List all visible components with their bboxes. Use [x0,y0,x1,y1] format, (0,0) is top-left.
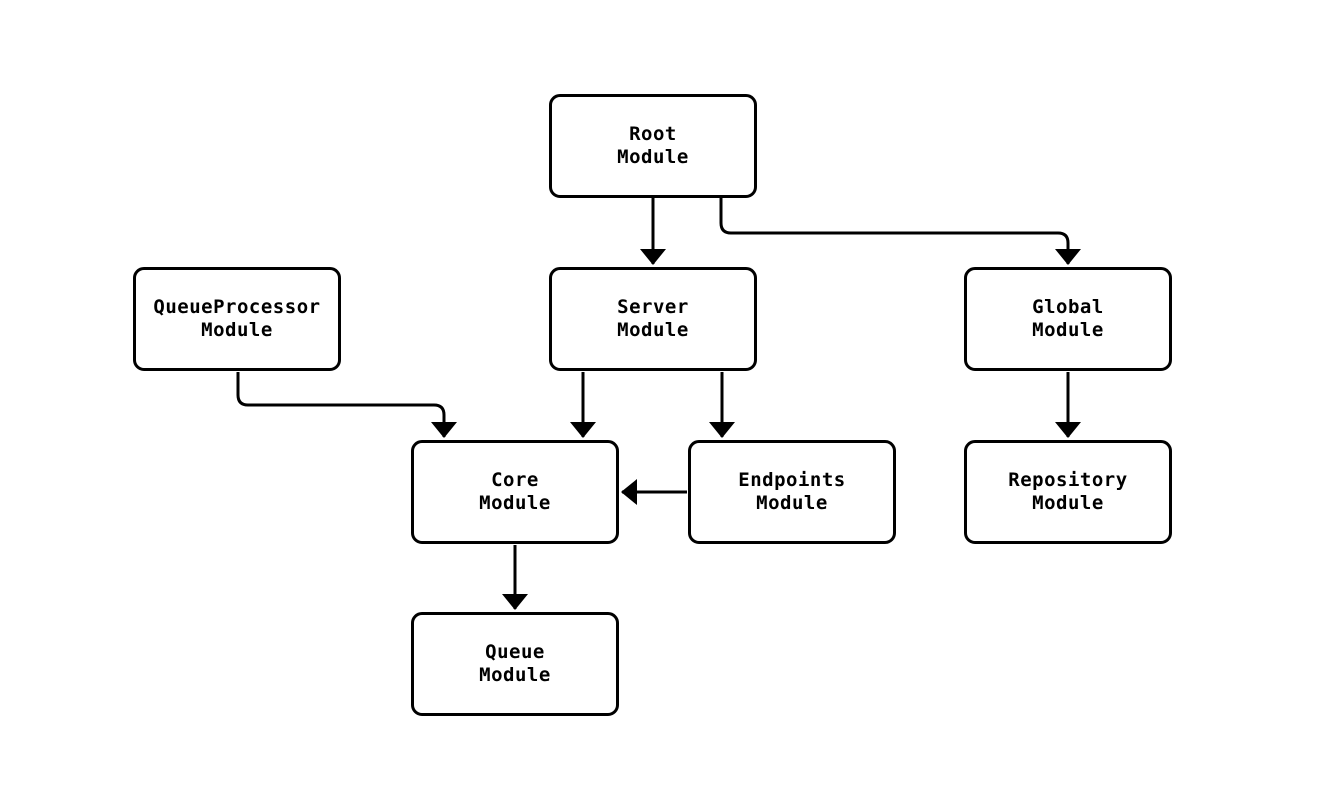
node-core-label-line: Module [479,492,551,514]
node-repository-label-line: Module [1032,492,1104,514]
node-queueprocessor-label-line: QueueProcessor [153,296,321,318]
node-queue-label-line: Queue [485,641,545,663]
node-endpoints-label-line: Endpoints [738,469,846,491]
node-queueprocessor-label-line: Module [201,319,273,341]
node-core-label-line: Core [491,469,539,491]
node-endpoints-label-line: Module [756,492,828,514]
node-global-label-line: Module [1032,319,1104,341]
node-server-label-line: Server [617,296,689,318]
node-root-label-line: Module [617,146,689,168]
edge-queueprocessor-to-core [236,372,457,438]
node-repository-label-line: Repository [1008,469,1128,491]
node-global-label-line: Global [1032,296,1104,318]
node-root-label-line: Root [629,123,677,145]
node-server-label-line: Module [617,319,689,341]
edge-root-to-global [719,198,1081,265]
node-queue-label-line: Module [479,664,551,686]
edge-group [236,198,1081,610]
